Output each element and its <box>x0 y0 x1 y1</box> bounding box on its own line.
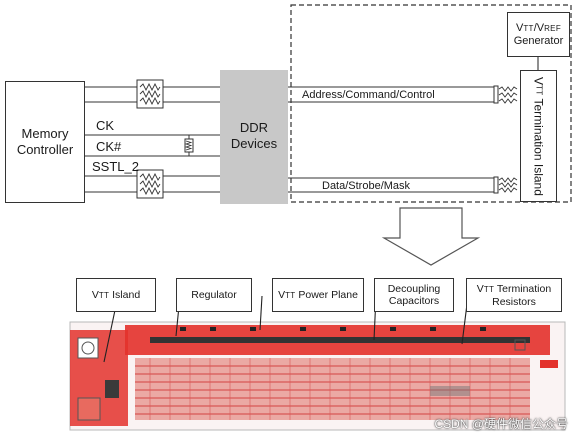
watermark-text: CSDN @硬件微信公众号 <box>434 417 568 431</box>
ddr-devices-block <box>220 70 288 204</box>
ddr-devices-label: DDR Devices <box>230 120 278 151</box>
signal-ck-n-label: CK# <box>96 139 122 154</box>
data-bus-label: Data/Strobe/Mask <box>322 180 411 192</box>
pcb-layout <box>69 321 566 431</box>
down-arrow <box>381 207 481 266</box>
ck-termination-resistor <box>184 135 194 156</box>
signal-sstl-label: SSTL_2 <box>92 159 139 174</box>
memory-controller-label: Memory Controller <box>16 126 74 157</box>
callout-vtt-termination-resistors: VTT Termination Resistors <box>466 278 562 312</box>
vtt-vref-generator-line1: VTT/VREF <box>515 21 562 34</box>
series-resistor-pack-bottom <box>136 169 164 199</box>
memory-controller-box: Memory Controller <box>5 81 85 203</box>
callout-vtt-island: VTT Island <box>76 278 156 312</box>
address-bus-label: Address/Command/Control <box>302 89 435 101</box>
vtt-vref-generator-line2: Generator <box>513 34 564 47</box>
vtt-termination-island-label: VTT Termination Island <box>531 76 546 196</box>
vtt-vref-generator-box: VTT/VREF Generator <box>507 12 570 57</box>
bus-end-caps <box>493 85 499 194</box>
callout-regulator: Regulator <box>176 278 252 312</box>
callout-vtt-power-plane: VTT Power Plane <box>272 278 364 312</box>
termination-zigzags <box>498 86 518 193</box>
bus-lines-right <box>288 86 496 193</box>
termination-region-dashed <box>290 4 572 203</box>
signal-ck-label: CK <box>96 118 115 133</box>
vtt-termination-island-box: VTT Termination Island <box>520 70 557 202</box>
callout-decoupling-capacitors: Decoupling Capacitors <box>374 278 454 312</box>
series-resistor-pack-top <box>136 79 164 109</box>
